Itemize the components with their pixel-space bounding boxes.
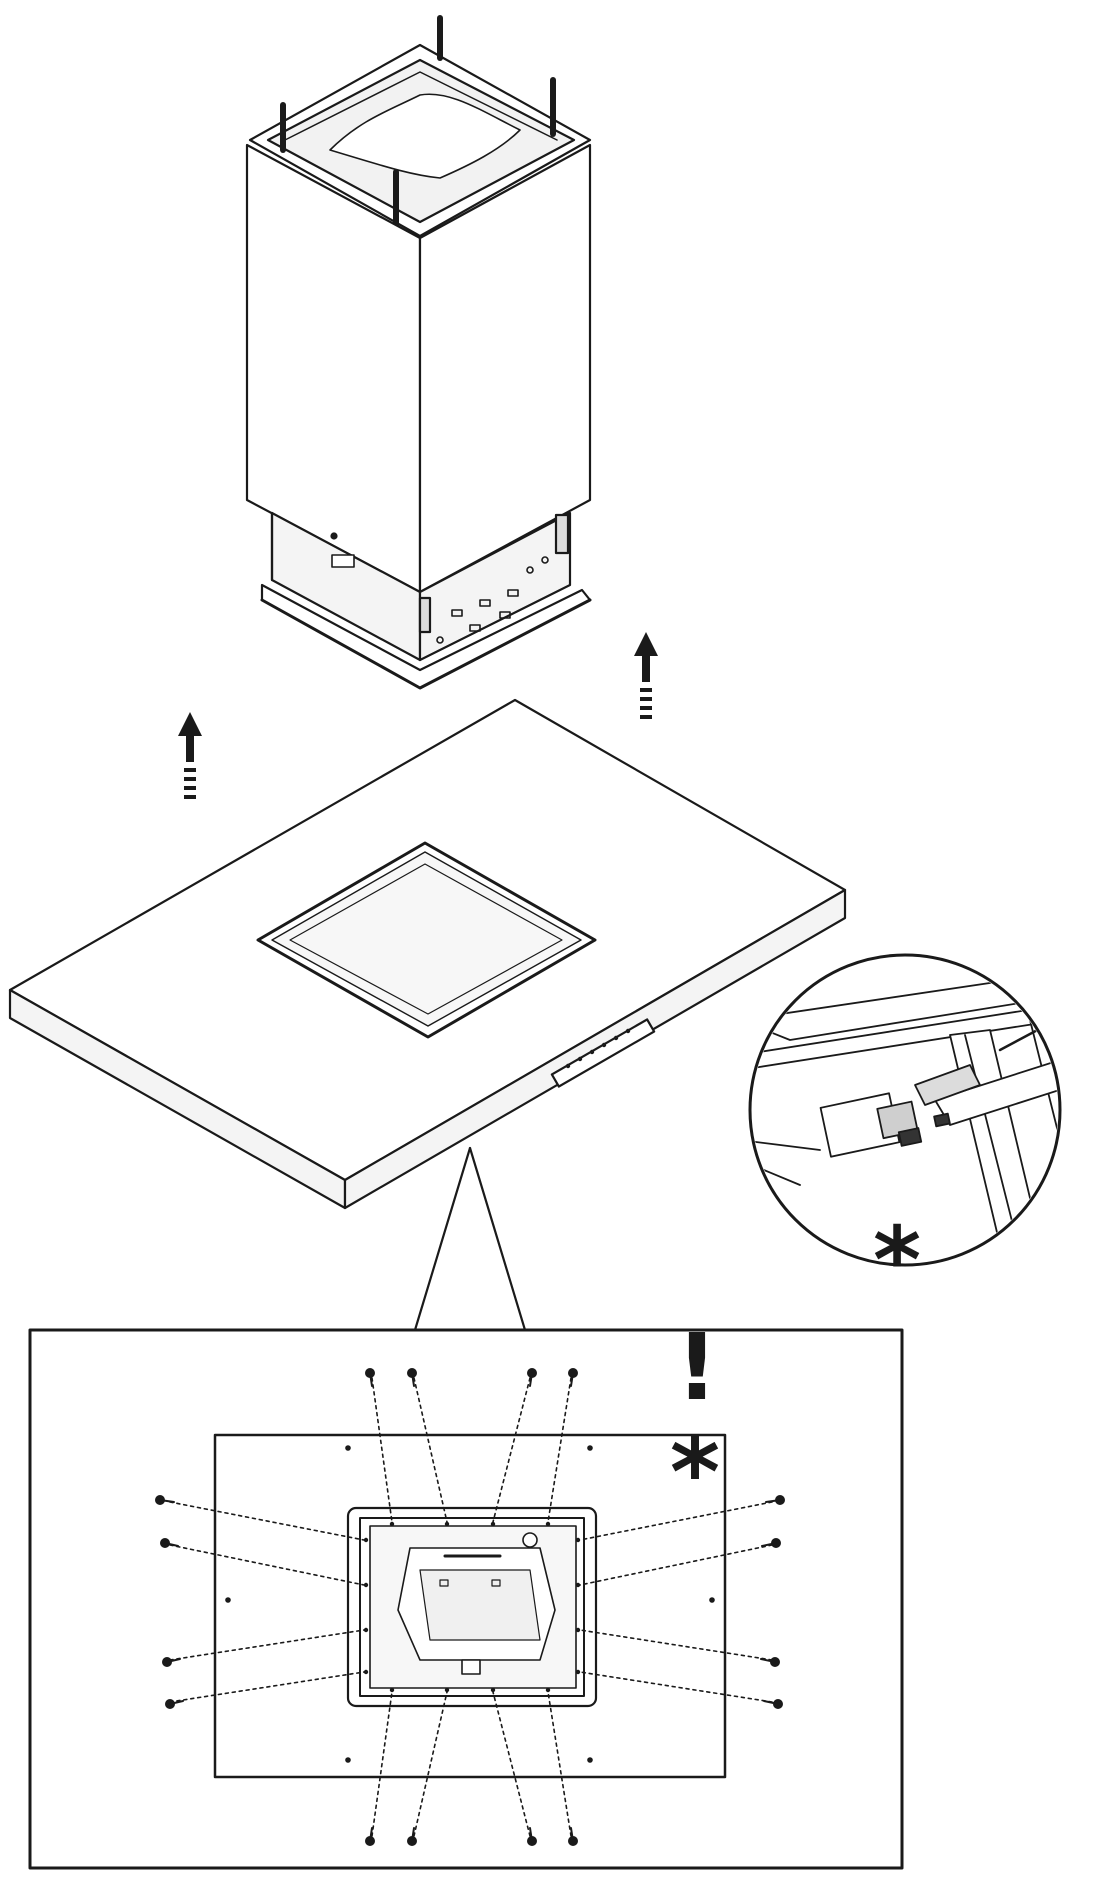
warning-icon: ! (676, 1314, 718, 1421)
hood-canopy (8, 698, 847, 1210)
chimney-column (245, 15, 592, 690)
callout-pointer (413, 1146, 527, 1332)
underside-panel (28, 1328, 904, 1870)
screw-icon (155, 1368, 785, 1846)
asterisk-icon: * (872, 1207, 922, 1314)
arrow-up-icon (634, 632, 658, 719)
connector-detail-icon (748, 953, 1062, 1267)
asterisk-icon: * (669, 1417, 721, 1529)
arrow-up-icon (178, 712, 202, 799)
